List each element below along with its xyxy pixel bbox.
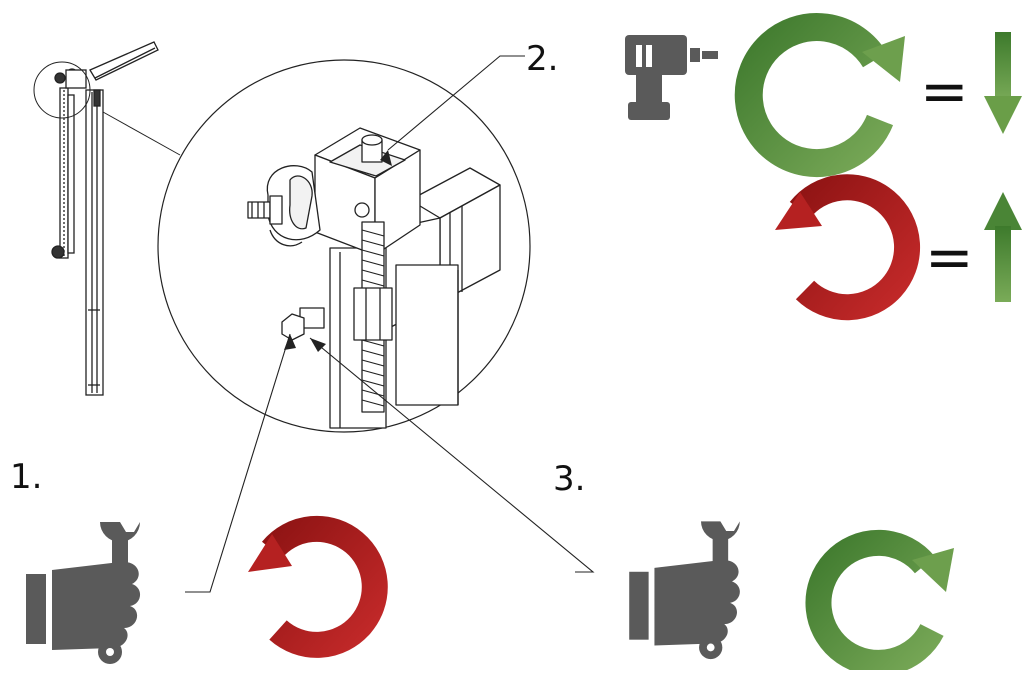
equals-sign: = [925,223,974,291]
down-arrow-icon [984,32,1022,134]
detail-magnified-view [157,59,531,433]
cordless-drill-icon [625,35,718,120]
clockwise-arrow-icon [734,13,905,178]
step-1-label: 1. [10,457,43,497]
overview-rail-drawing [51,41,159,396]
leader-arrowheads [284,150,392,352]
up-arrow-icon [984,192,1022,302]
leader-lines [185,55,595,593]
step-3-label: 3. [553,459,586,499]
hand-wrench-icon [26,522,141,664]
clockwise-arrow-icon [805,529,954,674]
equals-sign: = [920,57,969,125]
detail-leader-line [102,111,181,156]
counterclockwise-arrow-icon [775,174,921,321]
hand-wrench-icon [629,521,740,660]
counterclockwise-arrow-icon [248,515,388,658]
detail-callout-circle [33,61,91,119]
step-2-label: 2. [526,39,559,79]
